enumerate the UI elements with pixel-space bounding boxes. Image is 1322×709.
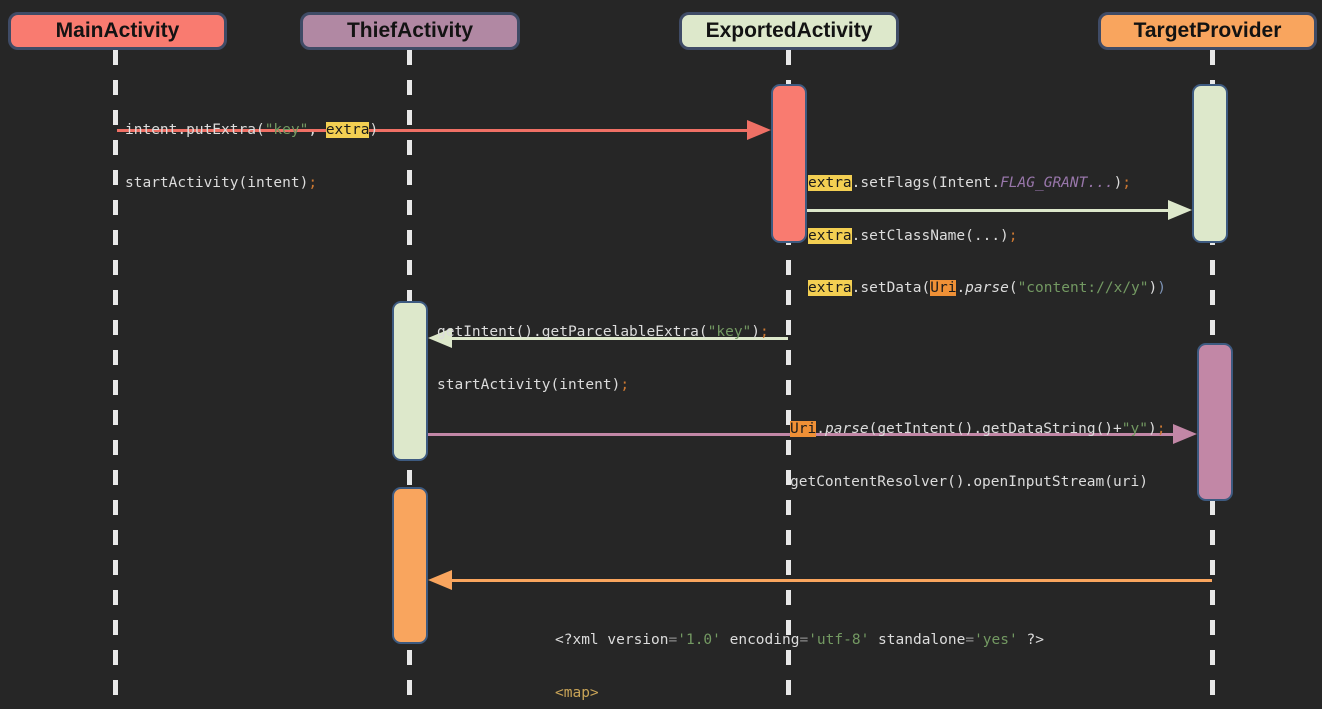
message-1-label: intent.putExtra("key", extra) startActiv… <box>125 87 378 227</box>
lifeline-exported-activity <box>786 50 791 698</box>
activation-thief-activity-2 <box>392 487 428 644</box>
participant-label: MainActivity <box>55 19 180 42</box>
participant-label: ExportedActivity <box>705 19 873 42</box>
participant-header-target-provider: TargetProvider <box>1098 12 1317 50</box>
activation-thief-activity-1 <box>392 301 428 461</box>
code-line: getIntent().getParcelableExtra("key"); <box>437 324 769 340</box>
code-line: <map> <box>555 684 599 701</box>
code-line: <?xml version='1.0' encoding='utf-8' sta… <box>555 632 1044 648</box>
code-line: intent.putExtra("key", extra) <box>125 122 379 138</box>
code-line: startActivity(intent); <box>437 376 630 393</box>
message-3-label: getIntent().getParcelableExtra("key"); s… <box>437 289 769 429</box>
code-line: startActivity(intent); <box>125 174 318 191</box>
participant-header-main-activity: MainActivity <box>8 12 227 50</box>
activation-exported-activity <box>771 84 807 243</box>
participant-label: TargetProvider <box>1133 19 1282 42</box>
xml-response-label: <?xml version='1.0' encoding='utf-8' sta… <box>555 597 1044 709</box>
code-line: extra.setData(Uri.parse("content://x/y")… <box>808 280 1166 296</box>
participant-header-exported-activity: ExportedActivity <box>679 12 899 50</box>
code-line: getContentResolver().openInputStream(uri… <box>790 473 1148 490</box>
message-4-label: Uri.parse(getIntent().getDataString()+"y… <box>790 386 1165 526</box>
code-line: extra.setClassName(...); <box>808 227 1018 244</box>
participant-header-thief-activity: ThiefActivity <box>300 12 520 50</box>
activation-target-provider-1 <box>1192 84 1228 243</box>
code-line: extra.setFlags(Intent.FLAG_GRANT...); <box>808 175 1132 191</box>
lifeline-main-activity <box>113 50 118 698</box>
code-line: Uri.parse(getIntent().getDataString()+"y… <box>790 421 1166 437</box>
participant-label: ThiefActivity <box>346 19 474 42</box>
activation-target-provider-2 <box>1197 343 1233 501</box>
message-2-label: extra.setFlags(Intent.FLAG_GRANT...); ex… <box>808 140 1166 333</box>
